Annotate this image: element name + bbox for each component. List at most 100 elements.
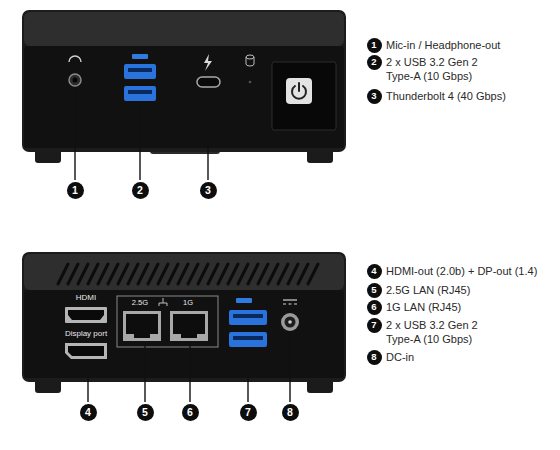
callout-number: 4	[85, 407, 91, 418]
callout-circle-fill	[367, 318, 382, 333]
leader-line	[144, 342, 145, 402]
port-name: 2.5G	[132, 298, 148, 308]
lan-port	[170, 311, 208, 341]
callout-circle-fill	[132, 182, 149, 199]
callout-number: 4	[371, 266, 376, 276]
callout-number: 1	[371, 40, 376, 50]
drive-icon	[246, 55, 254, 59]
legend-text: 2 x USB 3.2 Gen 2 Type-A (10 Gbps)	[386, 318, 498, 346]
callout-number: 3	[205, 185, 211, 196]
leader-line	[189, 342, 190, 402]
dc-jack-pin	[288, 320, 292, 324]
usb-c-port	[197, 77, 220, 87]
callout-circle: 1	[367, 38, 382, 53]
leader-line	[139, 102, 140, 180]
callout-number: 2	[137, 185, 143, 196]
callout-circle: 7	[367, 318, 382, 333]
callout-number: 7	[245, 407, 251, 418]
usb-logo	[132, 54, 148, 59]
lan-port-inner	[126, 314, 158, 338]
displayport-port-inner	[68, 346, 104, 356]
dc-jack-hole	[285, 317, 296, 328]
callout-circle: 1	[67, 182, 84, 199]
callout-circle: 3	[367, 89, 382, 104]
headphone-icon	[69, 56, 81, 62]
callout-number: 6	[371, 302, 376, 312]
back-face	[24, 290, 344, 378]
callout-number: 2	[371, 57, 376, 67]
audio-jack-hole	[73, 78, 78, 83]
front-face	[24, 46, 344, 148]
usb-port	[124, 64, 156, 79]
callout-circle: 2	[367, 55, 382, 70]
legend-text: Mic-in / Headphone-out	[386, 38, 500, 52]
callout-circle-fill	[137, 404, 154, 421]
callout-number: 5	[142, 407, 148, 418]
lan-port-inner	[173, 314, 205, 338]
callout-circle: 8	[282, 404, 299, 421]
callout-circle: 6	[182, 404, 199, 421]
usb-port	[229, 310, 267, 325]
leader-line	[207, 88, 208, 180]
usb-port-tongue	[128, 90, 152, 94]
callout-number: 3	[371, 91, 376, 101]
leader-line	[289, 332, 290, 402]
dc-jack	[281, 313, 299, 331]
callout-circle: 5	[367, 283, 382, 298]
callout-circle-fill	[182, 404, 199, 421]
network-icon	[159, 298, 167, 306]
hdmi-port	[65, 307, 107, 323]
thunderbolt-icon	[204, 54, 212, 71]
callout-circle-fill	[240, 404, 257, 421]
power-bay	[272, 62, 336, 130]
power-button	[286, 78, 312, 104]
callout-circle-fill	[367, 283, 382, 298]
callout-circle: 4	[367, 264, 382, 279]
callout-number: 1	[72, 185, 78, 196]
legend-text: 1G LAN (RJ45)	[386, 300, 461, 314]
callout-circle-fill	[80, 404, 97, 421]
usb-port	[229, 332, 267, 347]
hdmi-port-inner	[68, 310, 104, 320]
callout-circle-fill	[367, 89, 382, 104]
usb-port	[124, 86, 156, 101]
callout-circle-fill	[200, 182, 217, 199]
callout-number: 8	[371, 352, 376, 362]
leader-line	[247, 348, 248, 402]
audio-jack	[69, 74, 81, 86]
housing	[22, 10, 346, 152]
callout-circle-fill	[67, 182, 84, 199]
drive-icon	[246, 57, 254, 66]
callout-circle-fill	[367, 38, 382, 53]
legend-text: HDMI-out (2.0b) + DP-out (1.4)	[386, 264, 537, 278]
callout-circle: 8	[367, 350, 382, 365]
dc-symbol	[283, 303, 297, 304]
callout-circle: 2	[132, 182, 149, 199]
callout-number: 7	[371, 320, 376, 330]
dc-symbol	[283, 299, 297, 300]
callout-number: 5	[371, 285, 376, 295]
callout-circle-fill	[367, 350, 382, 365]
port-name: HDMI	[76, 293, 96, 303]
top-surface	[24, 12, 344, 46]
top-surface	[24, 254, 344, 290]
callout-circle: 4	[80, 404, 97, 421]
callout-circle-fill	[367, 264, 382, 279]
callout-circle-fill	[367, 300, 382, 315]
legend-text: Thunderbolt 4 (40 Gbps)	[386, 89, 506, 103]
lan-frame	[117, 296, 218, 347]
callout-number: 6	[187, 407, 193, 418]
usb-logo	[236, 298, 252, 303]
displayport-port	[65, 343, 107, 359]
usb-port-tongue	[233, 314, 263, 318]
port-name: Display port	[65, 329, 107, 339]
legend-text: 2.5G LAN (RJ45)	[386, 283, 470, 297]
callout-circle: 7	[240, 404, 257, 421]
usb-port-tongue	[233, 336, 263, 340]
vent-slits	[58, 264, 318, 284]
callout-circle: 6	[367, 300, 382, 315]
callout-circle: 3	[200, 182, 217, 199]
leader-line	[87, 360, 88, 402]
housing	[22, 252, 346, 382]
